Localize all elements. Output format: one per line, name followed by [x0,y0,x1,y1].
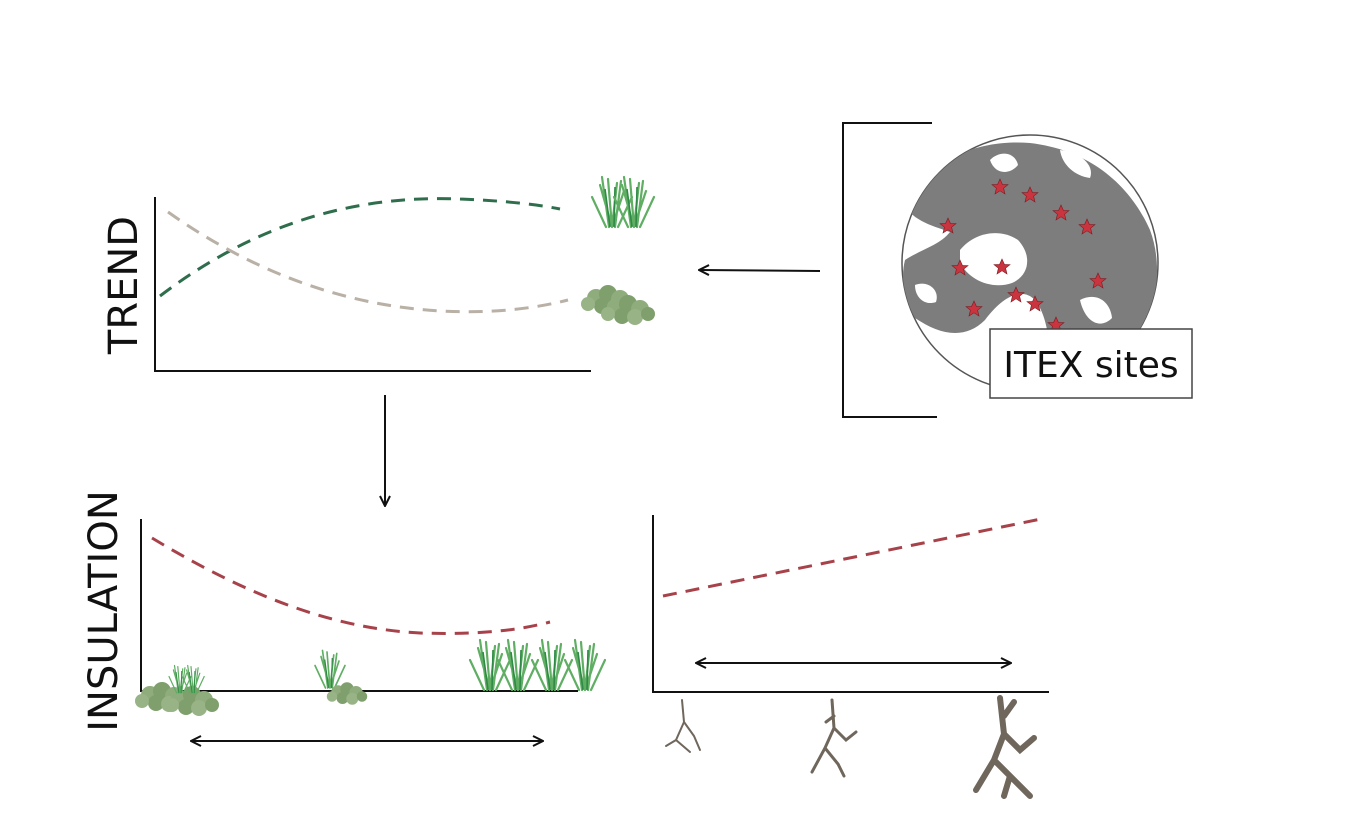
insulation-axis-label: INSULATION [81,490,127,731]
root-icon [973,695,1037,799]
moss-clump-icon [581,285,655,325]
insulation-left-trend-line [151,536,551,635]
map-bracket [842,122,937,418]
insulation-panel-right [652,515,1049,799]
root-icon [665,699,701,753]
trend-axis-label: TREND [101,216,147,355]
itex-legend-box: ITEX sites [989,328,1193,399]
grass-tuft-icon [314,649,346,689]
root-icon [810,698,858,778]
grass-trend-line [159,197,561,298]
grass-tuft-icon [590,175,656,229]
itex-map-panel: ITEX sites [842,122,1193,418]
moss-trend-line [167,210,569,314]
insulation-panel-left: INSULATION [81,490,607,741]
arrow-map-to-trend [700,270,821,271]
itex-legend-label: ITEX sites [1003,345,1178,386]
arctic-globe [901,134,1159,392]
insulation-right-trend-line [662,516,1047,598]
grass-tuft-icon [468,638,607,692]
trend-panel: TREND [101,175,656,372]
